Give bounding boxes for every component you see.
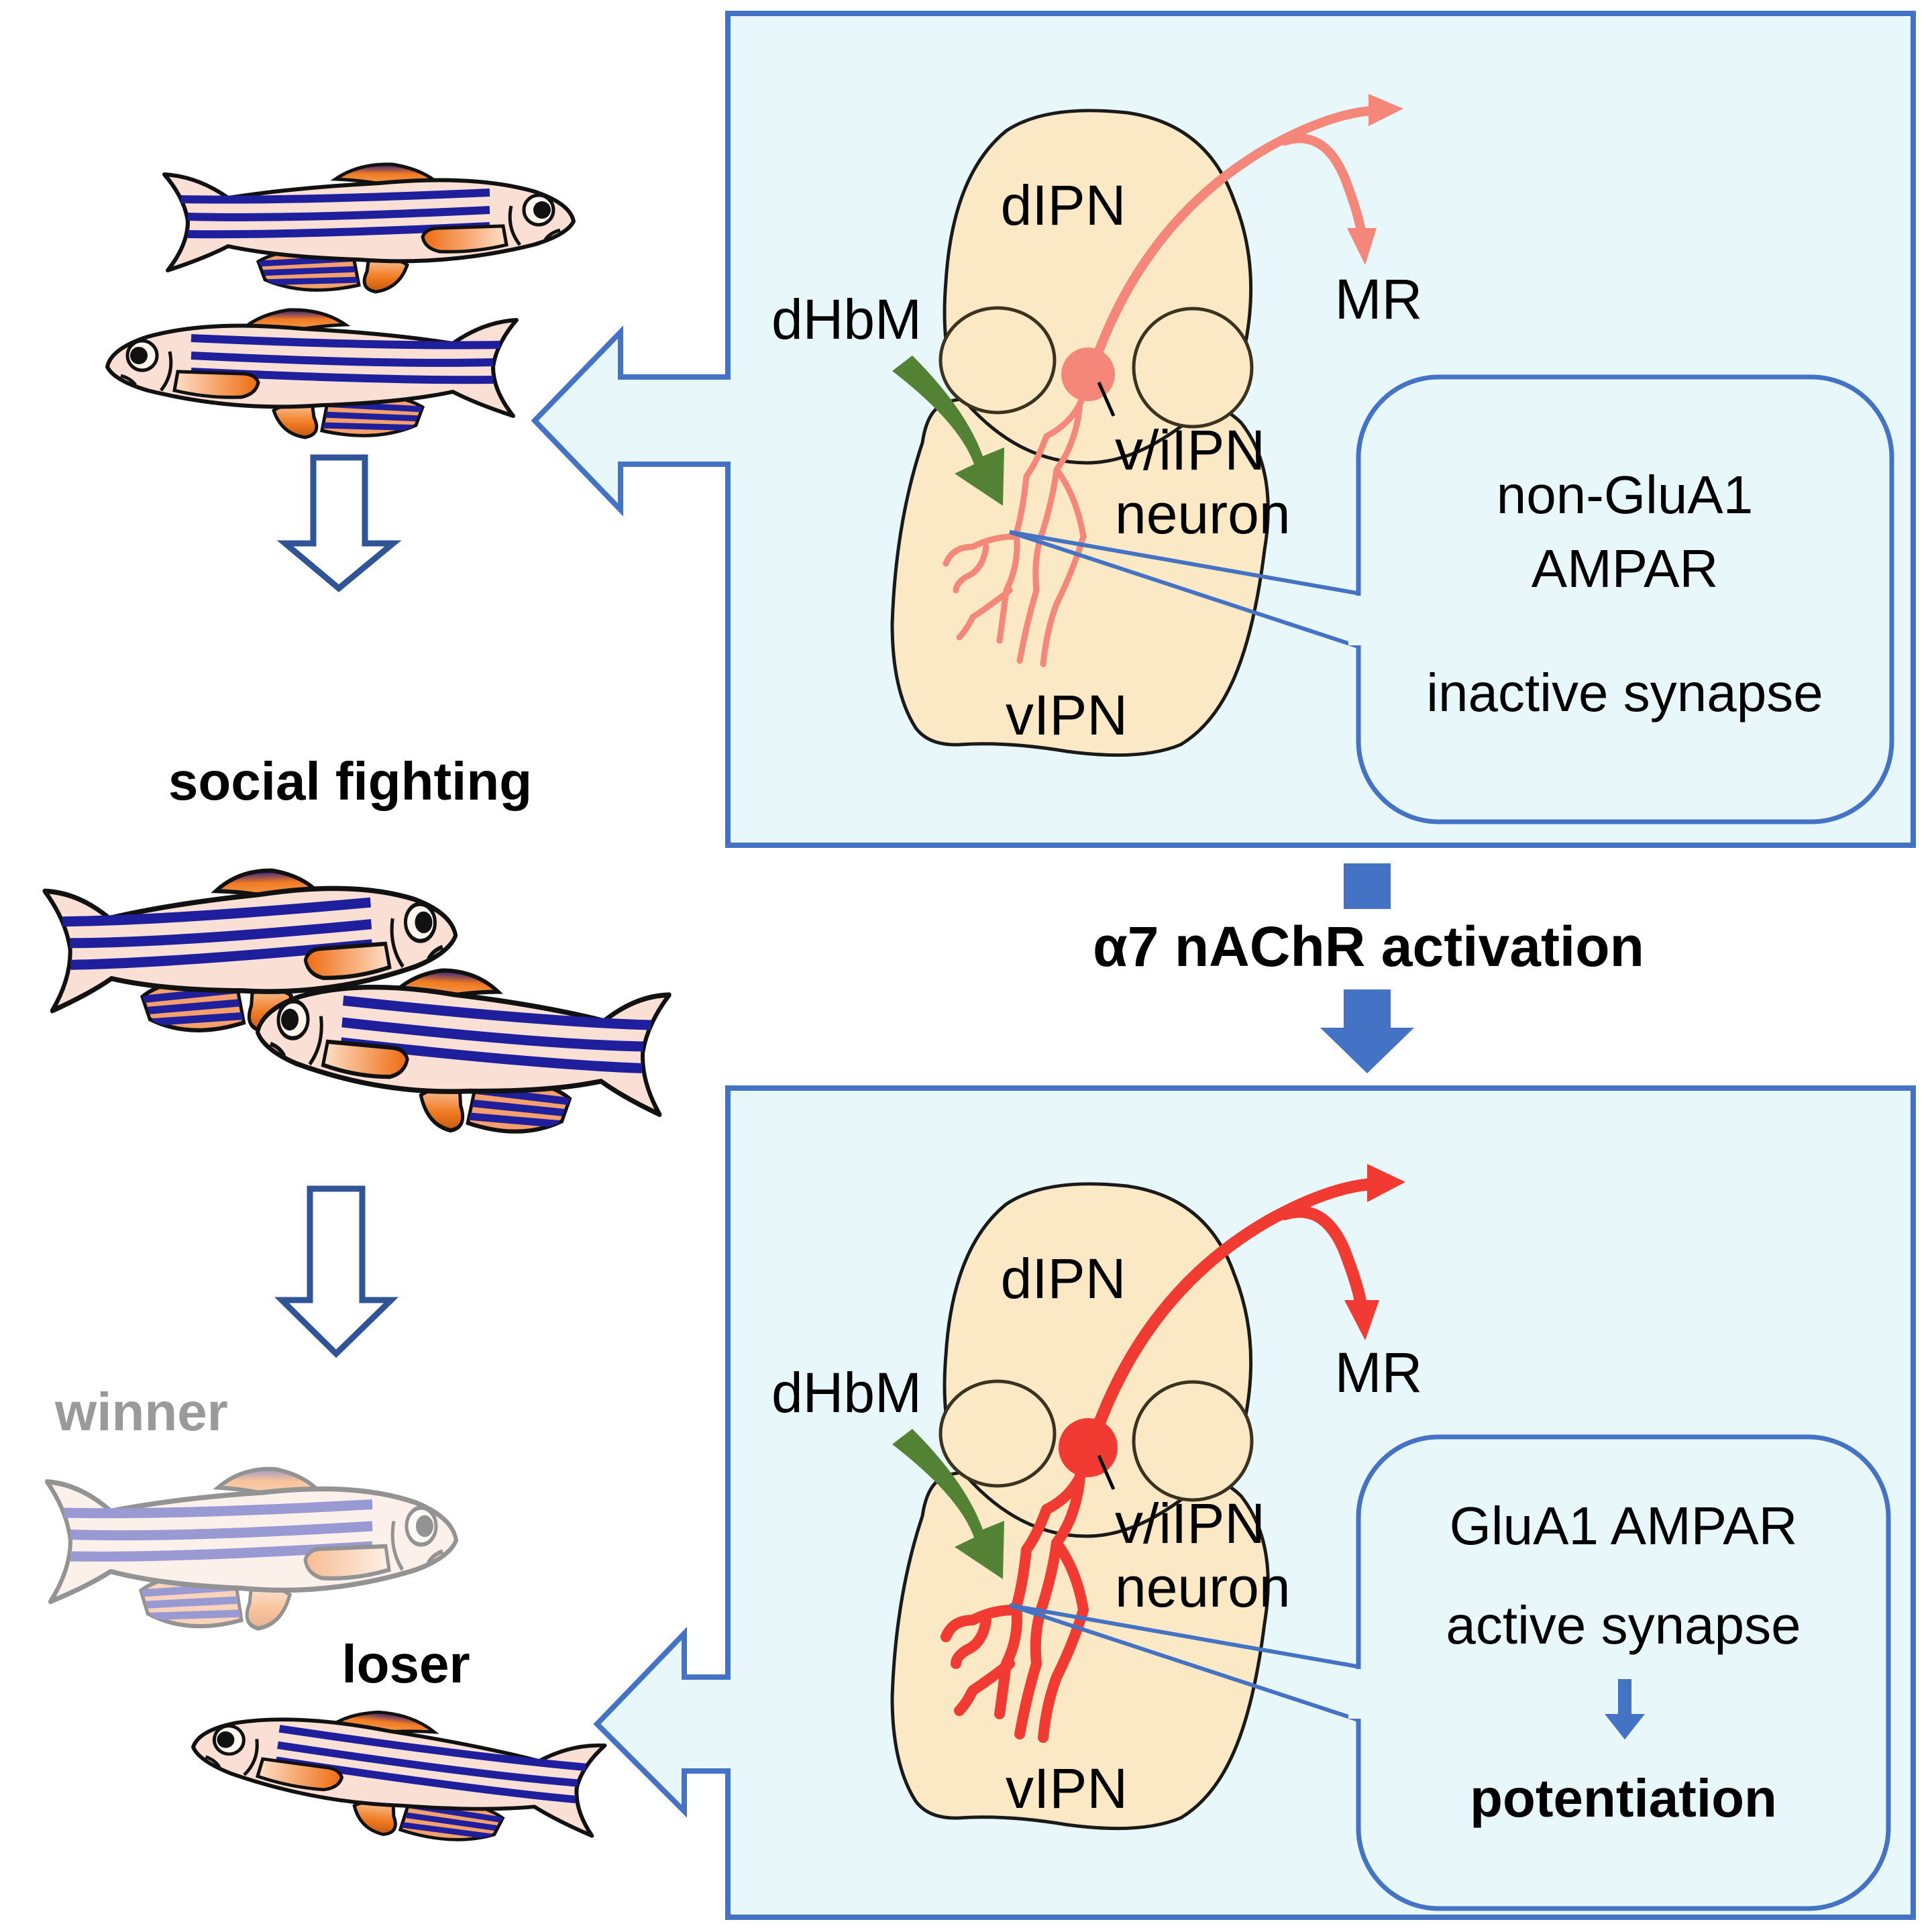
dendrites [943, 392, 1087, 667]
social-fighting-label: social fighting [168, 751, 532, 811]
habenula-right-lobe [1132, 307, 1254, 429]
mr-arrowhead [1344, 1300, 1379, 1340]
down-arrow-icon [274, 1185, 399, 1358]
neuron-soma [1061, 347, 1115, 401]
fish-pair-before [107, 164, 574, 437]
loser-fish-icon [186, 1693, 606, 1856]
loser-label: loser [341, 1634, 470, 1694]
winner-label: winner [54, 1382, 228, 1442]
dhbm-label: dHbM [771, 1361, 922, 1424]
fighting-fish-pair [44, 864, 670, 1141]
zebrafish-icon [107, 310, 517, 437]
zebrafish-icon [164, 164, 574, 292]
dhbm-label: dHbM [771, 288, 922, 351]
callout-line1: GluA1 AMPAR [1450, 1496, 1798, 1556]
down-arrow-icon [276, 454, 402, 592]
axon [1085, 106, 1377, 380]
callout-line1: non-GluA1 [1497, 465, 1753, 525]
callout-line3: potentiation [1470, 1768, 1777, 1828]
habenula-left-lobe [938, 306, 1057, 415]
vipn-label: vIPN [1006, 684, 1128, 747]
axon-arrowhead [1367, 1164, 1405, 1202]
dipn-label: dIPN [1001, 1247, 1126, 1310]
axon-arrowhead [1368, 94, 1403, 126]
dhbm-input-arrow-icon [892, 356, 1004, 506]
vipn-neuron-inactive [943, 94, 1403, 667]
dipn-label: dIPN [1001, 174, 1126, 237]
axon-branch-mr [1280, 133, 1366, 239]
transition-arrow: α7 nAChR activation [1093, 863, 1644, 1073]
arrow-shaft-top [1344, 863, 1391, 909]
down-arrow-icon [1605, 1679, 1645, 1739]
axon-branch-mr [1279, 1205, 1368, 1314]
axon [1084, 1178, 1378, 1455]
neuron-label-pointer [1097, 381, 1116, 417]
neuron-label-line2: neuron [1115, 1556, 1291, 1619]
callout-leader [1009, 530, 1361, 649]
vipn-label: vIPN [1006, 1757, 1128, 1820]
panel-before: dIPN vIPN dHbM MR v/iIPN neuron non-GluA… [531, 11, 1916, 848]
vipn-neuron-active [941, 1164, 1405, 1743]
callout-line2: active synapse [1446, 1595, 1801, 1655]
down-arrow-icon [1320, 989, 1414, 1073]
callout-leader [1009, 1603, 1361, 1723]
neuron-label-line1: v/iIPN [1115, 1492, 1265, 1555]
callout-line3: inactive synapse [1426, 663, 1823, 722]
mr-label: MR [1335, 1341, 1423, 1404]
panel-after: dIPN vIPN dHbM MR v/iIPN neuron GluA1 AM… [593, 1085, 1916, 1920]
habenula-right-lobe [1132, 1380, 1254, 1502]
habenula-left-lobe [938, 1379, 1057, 1488]
neuron-label-line2: neuron [1115, 482, 1291, 545]
dhbm-input-arrow-icon [892, 1429, 1004, 1579]
mr-arrowhead [1347, 228, 1377, 265]
neuron-label-pointer [1097, 1454, 1116, 1491]
transition-label: α7 nAChR activation [1093, 915, 1644, 978]
winner-fish-icon [47, 1469, 456, 1629]
neuron-label-line1: v/iIPN [1115, 419, 1265, 482]
dendrites [941, 1464, 1089, 1743]
callout-box-before [1356, 374, 1894, 824]
mr-label: MR [1335, 268, 1423, 331]
callout-line2: AMPAR [1532, 539, 1719, 598]
